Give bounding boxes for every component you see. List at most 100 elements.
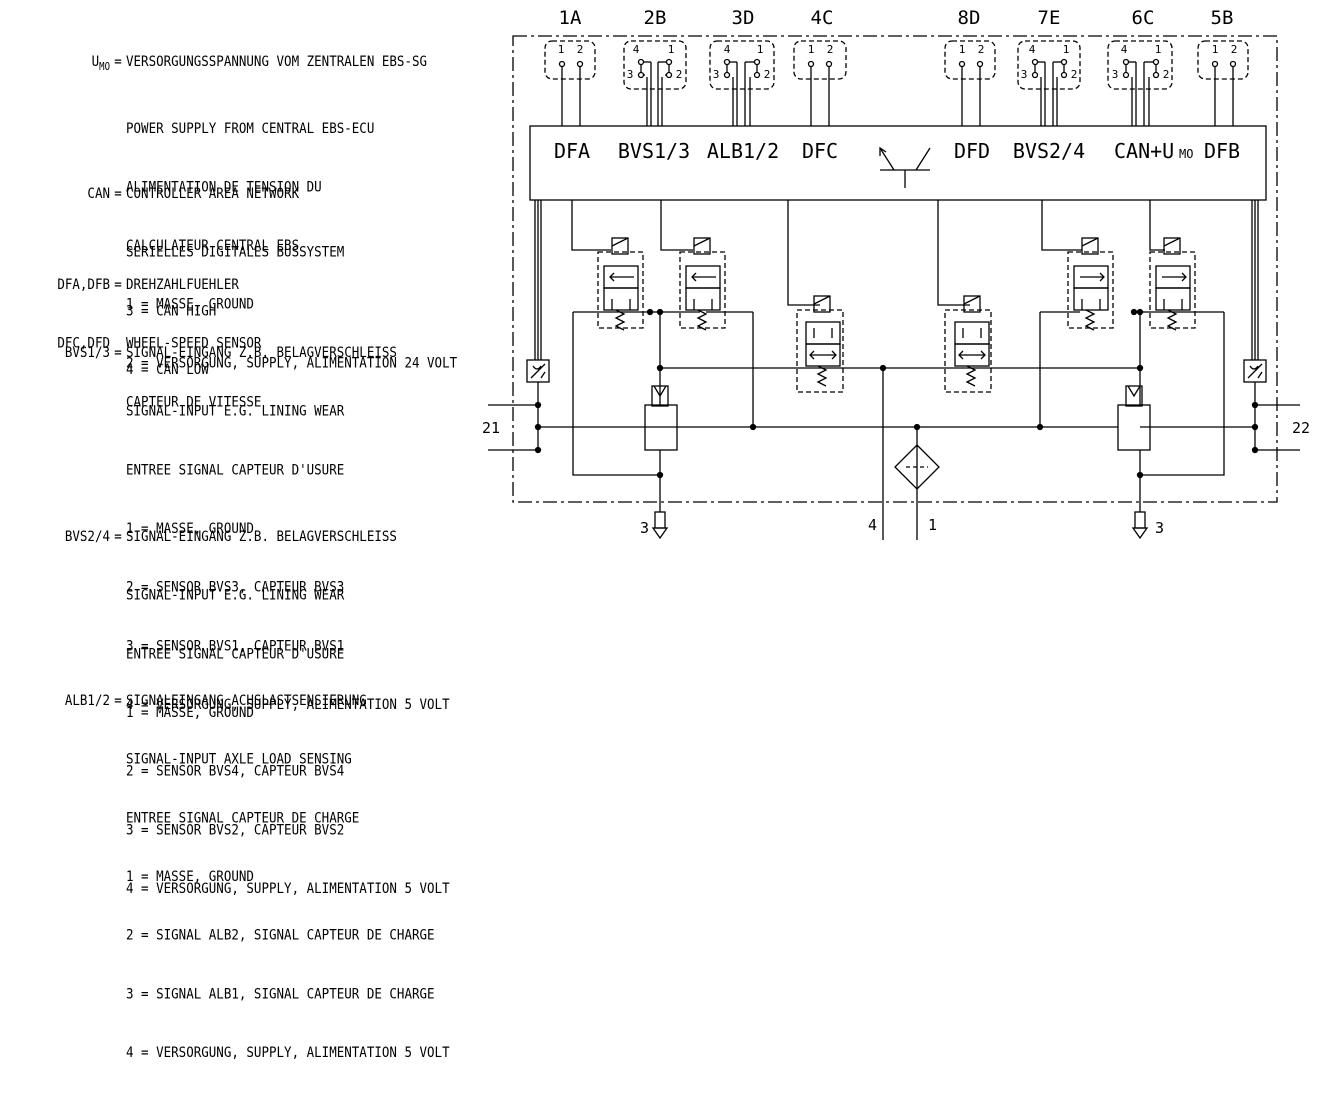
pin-label: 2 xyxy=(676,68,683,81)
connector-label: 4C xyxy=(811,7,834,29)
legend-key: CAN xyxy=(87,184,110,202)
pin-label: 1 xyxy=(808,43,815,56)
port-1-label: 1 xyxy=(928,516,937,534)
connector-label: 6C xyxy=(1132,7,1155,29)
connector-3D: 3D 4 1 3 2 xyxy=(709,7,775,126)
valve-right-1 xyxy=(1067,237,1114,331)
legend-line: 1 = MASSE, GROUND xyxy=(126,867,254,885)
housing-outline xyxy=(512,35,1278,503)
legend-line: SIGNAL-INPUT E.G. LINING WEAR xyxy=(126,585,345,604)
pin-label: 2 xyxy=(577,43,584,56)
port-3-right-label: 3 xyxy=(1155,519,1164,537)
legend-line: POWER SUPPLY FROM CENTRAL EBS-ECU xyxy=(126,118,375,136)
pin-label: 3 xyxy=(1021,68,1028,81)
legend-line: SIGNAL-EINGANG Z.B. BELAGVERSCHLEISS xyxy=(126,343,397,361)
legend-line: 2 = SENSOR BVS3, CAPTEUR BVS3 xyxy=(126,577,345,596)
pin-label: 4 xyxy=(1121,43,1128,56)
connector-label: 5B xyxy=(1211,7,1234,29)
legend-line: ENTREE SIGNAL CAPTEUR DE CHARGE xyxy=(126,808,360,826)
pin-label: 1 xyxy=(668,43,675,56)
pin-label: 3 xyxy=(1112,68,1119,81)
legend-line: 1 = MASSE, GROUND xyxy=(126,294,254,312)
pneumatic-lines xyxy=(572,308,1225,540)
legend-line: VERSORGUNGSSPANNUNG VOM ZENTRALEN EBS-SG xyxy=(126,52,428,70)
connector-label: 8D xyxy=(958,7,981,29)
connectors: 1A 1 2 2B 4 1 3 2 3D 4 1 xyxy=(544,7,1249,126)
legend-line: ENTREE SIGNAL CAPTEUR D'USURE xyxy=(126,460,345,478)
legend-key: DFC,DFD xyxy=(57,333,110,352)
ecu-label-dfc: DFC xyxy=(802,139,838,163)
pin-label: 4 xyxy=(633,43,640,56)
legend-key: DFA,DFB xyxy=(57,275,110,293)
ecu-label-can-umo: CAN+U xyxy=(1114,139,1174,163)
ecu-label-dfd: DFD xyxy=(954,139,990,163)
legend-line: DREHZAHLFUEHLER xyxy=(126,275,239,293)
pin-label: 2 xyxy=(827,43,834,56)
legend-line: 3 = CAN HIGH xyxy=(126,301,217,319)
pin-label: 1 xyxy=(1063,43,1070,56)
legend-line: 2 = SENSOR BVS4, CAPTEUR BVS4 xyxy=(126,761,345,780)
legend-item-can: CAN=CONTROLLER AREA NETWORK SERIELLES DI… xyxy=(0,144,344,418)
pin-label: 2 xyxy=(978,43,985,56)
ecu-label-dfa: DFA xyxy=(554,139,590,163)
legend-line: CONTROLLER AREA NETWORK xyxy=(126,184,300,202)
pin-label: 1 xyxy=(558,43,565,56)
connector-7E: 7E 4 1 3 2 xyxy=(1017,7,1081,126)
pin-label: 1 xyxy=(959,43,966,56)
legend-key: BVS1/3 xyxy=(64,343,110,361)
exhaust-left: 3 xyxy=(640,500,669,540)
pin-label: 1 xyxy=(1212,43,1219,56)
connector-5B: 5B 1 2 xyxy=(1197,7,1249,126)
ecu-label-alb12: ALB1/2 xyxy=(707,139,779,163)
connector-label: 1A xyxy=(559,7,582,29)
connector-2B: 2B 4 1 3 2 xyxy=(623,7,687,126)
legend-item-umo: UMO=VERSORGUNGSSPANNUNG VOM ZENTRALEN EB… xyxy=(0,12,458,410)
pin-label: 2 xyxy=(1071,68,1078,81)
valve-right-2 xyxy=(1149,237,1196,331)
pin-label: 3 xyxy=(713,68,720,81)
legend-item-bvs13: BVS1/3=SIGNAL-EINGANG Z.B. BELAGVERSCHLE… xyxy=(0,303,450,753)
connector-label: 2B xyxy=(644,7,667,29)
relay-valve-left xyxy=(644,385,678,451)
legend-key: BVS2/4 xyxy=(64,527,110,545)
relay-valve-right xyxy=(1117,385,1151,451)
legend-line: 4 = CAN LOW xyxy=(126,360,209,378)
ecu-block: DFA BVS1/3 ALB1/2 DFC DFD BVS2/4 CAN+U M… xyxy=(529,125,1267,201)
pin-label: 3 xyxy=(627,68,634,81)
legend-line: 3 = SENSOR BVS1, CAPTEUR BVS1 xyxy=(126,636,345,654)
filter-icon xyxy=(894,444,940,490)
legend-line: SIGNALEINGANG ACHSLASTSENSIERUNG xyxy=(126,691,367,709)
ecu-label-bvs13: BVS1/3 xyxy=(618,139,690,163)
legend-line: 2 = SIGNAL ALB2, SIGNAL CAPTEUR DE CHARG… xyxy=(126,925,435,944)
valve-mid-left xyxy=(796,295,844,393)
transistor-icon xyxy=(879,146,931,188)
pin-label: 1 xyxy=(1155,43,1162,56)
valve-mid-right xyxy=(944,295,992,393)
legend-line: 1 = MASSE, GROUND xyxy=(126,519,254,537)
legend-line: 4 = VERSORGUNG, SUPPLY, ALIMENTATION 5 V… xyxy=(126,695,450,713)
legend-line: CALCULATEUR CENTRAL EBS xyxy=(126,235,300,253)
legend-line: SIGNAL-INPUT E.G. LINING WEAR xyxy=(126,401,345,420)
pin-label: 2 xyxy=(1163,68,1170,81)
exhaust-right: 3 xyxy=(1131,500,1164,540)
legend-line: SERIELLES DIGITALES BUSSYSTEM xyxy=(126,242,345,261)
pin-label: 2 xyxy=(764,68,771,81)
legend-line: WHEEL-SPEED SENSOR xyxy=(126,333,262,352)
port-22-label: 22 xyxy=(1292,419,1310,437)
connector-label: 3D xyxy=(732,7,755,29)
pin-label: 4 xyxy=(1029,43,1036,56)
connector-8D: 8D 1 2 xyxy=(944,7,996,126)
legend-line: SIGNAL-EINGANG Z.B. BELAGVERSCHLEISS xyxy=(126,527,397,545)
legend-line: 4 = VERSORGUNG, SUPPLY, ALIMENTATION 5 V… xyxy=(126,1043,450,1061)
connector-6C: 6C 4 1 3 2 xyxy=(1107,7,1173,126)
port-4-label: 4 xyxy=(868,516,877,534)
legend-key: UMO xyxy=(91,52,110,74)
pin-label: 1 xyxy=(757,43,764,56)
legend-line: 1 = MASSE, GROUND xyxy=(126,703,254,721)
connector-label: 7E xyxy=(1038,7,1061,29)
port-3-left-label: 3 xyxy=(640,519,649,537)
legend-key: ALB1/2 xyxy=(64,691,110,709)
legend-line: 2 = VERSORGUNG, SUPPLY, ALIMENTATION 24 … xyxy=(126,352,458,371)
pin-label: 2 xyxy=(1231,43,1238,56)
